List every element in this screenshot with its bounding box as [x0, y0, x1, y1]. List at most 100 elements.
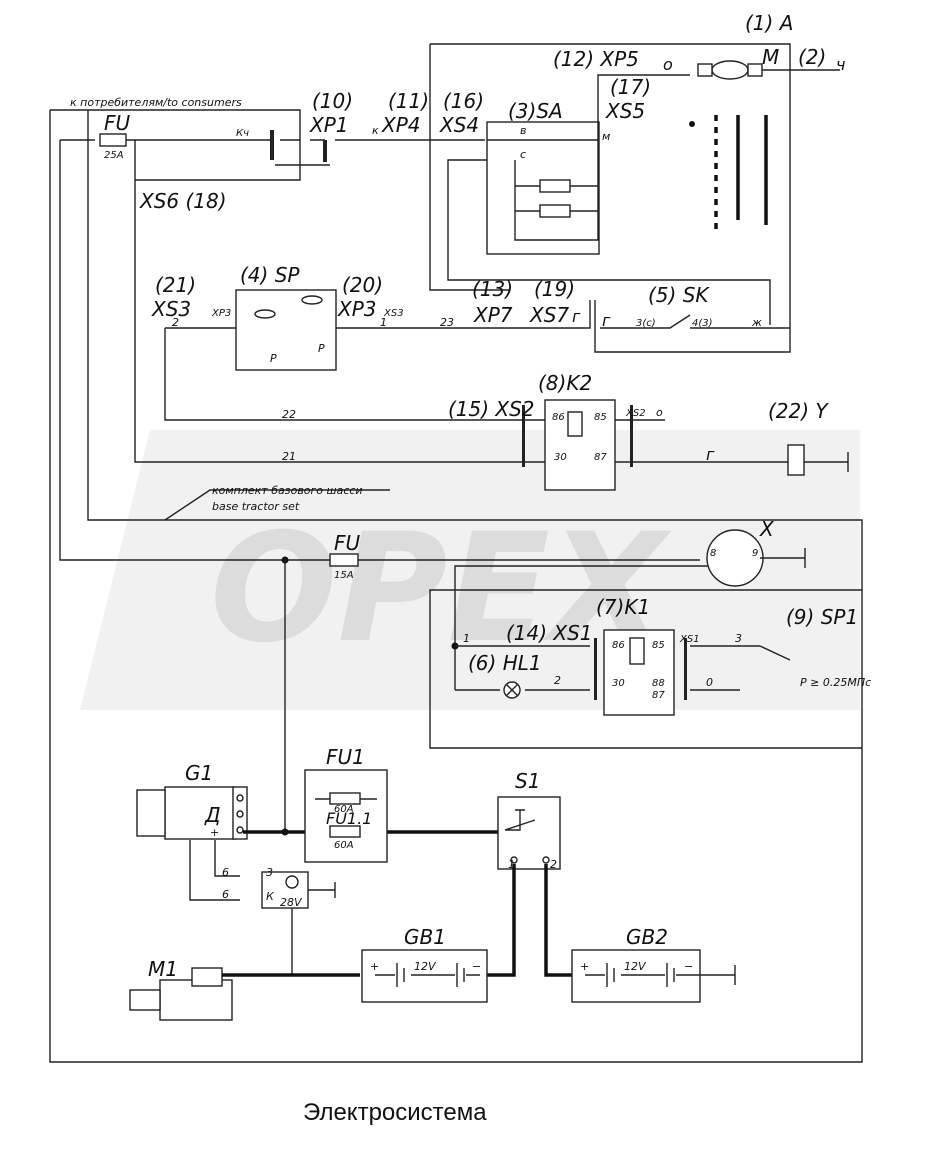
wire-xp7	[530, 300, 591, 329]
label-xs3-small: XS3	[383, 308, 404, 319]
label-o-k1: 0	[706, 676, 713, 689]
label-xs7: XS7	[529, 303, 569, 327]
label-fu-mid: FU	[334, 531, 361, 555]
label-sk-43: 4(3)	[692, 318, 713, 329]
label-sk: (5) SK	[648, 283, 710, 307]
resistor-2	[539, 204, 571, 218]
label-k2-85: 85	[594, 412, 607, 423]
label-gb1-plus: +	[370, 960, 379, 973]
junction-node-3	[281, 828, 289, 836]
wire-g1-regulator	[189, 840, 240, 901]
connector-xs1-left	[594, 638, 597, 700]
battery-gb1-cells	[375, 963, 480, 987]
valve-y-icon	[787, 444, 805, 476]
wiper-dot	[689, 121, 695, 127]
label-x9: 9	[752, 548, 758, 559]
label-gb2-v: 12V	[624, 960, 647, 973]
label-wire-2: 2	[172, 316, 179, 329]
chassis-label-line	[164, 489, 390, 521]
label-gb1-v: 12V	[414, 960, 437, 973]
starter-m1-solenoid	[191, 967, 223, 987]
label-k1-30: 30	[612, 678, 625, 689]
label-r2: г	[602, 311, 611, 330]
connector-xs1-right	[684, 638, 687, 700]
label-r1: г	[572, 307, 581, 326]
label-chassis-en: base tractor set	[212, 500, 300, 513]
sp-sensor-2-icon	[301, 295, 323, 305]
label-g1: G1	[185, 761, 213, 785]
label-k1-87: 87	[652, 690, 665, 701]
label-xp1: XP1	[309, 113, 349, 137]
label-s: с	[520, 148, 526, 161]
label-wire-21: 21	[282, 450, 296, 463]
label-k1: (7)K1	[596, 595, 650, 619]
g1-term-1	[236, 794, 244, 802]
connector-xs2-left	[522, 405, 525, 467]
label-gb2-plus: +	[580, 960, 589, 973]
label-p1: Р	[270, 352, 277, 365]
label-s1: S1	[515, 769, 540, 793]
label-wire-22: 22	[282, 408, 296, 421]
label-k2-87: 87	[594, 452, 607, 463]
label-xp3-small: XP3	[211, 308, 231, 319]
relay-k2-coil	[567, 411, 583, 437]
resistor-1	[539, 179, 571, 193]
label-A: (1) A	[745, 11, 793, 35]
label-sk-3c: 3(с)	[636, 318, 656, 329]
label-sa: (3)SA	[508, 99, 563, 123]
connector-xp1-bar2	[323, 140, 327, 162]
g1-term-3	[236, 826, 244, 834]
label-xp4: XP4	[381, 113, 421, 137]
label-g1-plus: +	[210, 826, 219, 839]
label-xs6: XS6 (18)	[139, 189, 227, 213]
label-wire-1b: 1	[463, 632, 470, 645]
chassis-frame	[87, 110, 863, 590]
watermark-text: OPEX	[210, 502, 672, 676]
wire-sa-loop	[447, 159, 771, 325]
label-gb1-minus: −	[472, 960, 481, 973]
label-xs4: XS4	[439, 113, 479, 137]
label-v: в	[520, 124, 526, 137]
fuse-fu-25a	[99, 133, 127, 147]
battery-gb2-box	[571, 949, 701, 1003]
label-k1-86: 86	[612, 640, 625, 651]
label-M: M	[762, 45, 779, 69]
wire-s1-batteries	[487, 864, 572, 977]
label-gb1: GB1	[404, 925, 446, 949]
label-wire-23: 23	[440, 316, 454, 329]
label-s1-2: 2	[550, 858, 557, 871]
lamp-hl1-cross	[505, 683, 519, 697]
battery-gb1-box	[361, 949, 488, 1003]
top-frame	[430, 43, 791, 353]
label-k2: (8)K2	[538, 371, 592, 395]
label-m: м	[602, 130, 610, 143]
label-gb2: GB2	[626, 925, 668, 949]
label-xp3: XP3	[337, 297, 377, 321]
label-o-k2: о	[656, 406, 663, 419]
label-fu1-1-rating: 60A	[334, 840, 354, 851]
s1-term-2	[542, 856, 550, 864]
label-xp7: XP7	[473, 303, 513, 327]
label-k2-86: 86	[552, 412, 565, 423]
label-k1-85: 85	[652, 640, 665, 651]
label-s1-1: 1	[508, 858, 515, 871]
label-wire-3: 3	[735, 632, 742, 645]
wire-k1-86-85	[455, 645, 791, 661]
g1-term-2	[236, 810, 244, 818]
label-x: X	[759, 517, 775, 541]
fuse-fu1-box	[304, 769, 388, 863]
wire-to-motor	[597, 74, 690, 122]
label-gb2-minus: −	[684, 960, 693, 973]
label-xs1: (14) XS1	[506, 621, 593, 645]
label-hl1: (6) HL1	[468, 651, 542, 675]
label-xp7-num: (13)	[472, 277, 513, 301]
wire-sa-c	[514, 140, 599, 241]
label-zh: ж	[751, 316, 762, 329]
label-p2: Р	[318, 342, 325, 355]
wire-sk	[600, 314, 790, 329]
label-r-y: г	[706, 445, 715, 464]
motor-left-cap	[697, 63, 713, 77]
switch-s1-lever	[504, 809, 536, 831]
label-pressure: Р ≥ 0.25МПс	[800, 676, 871, 689]
